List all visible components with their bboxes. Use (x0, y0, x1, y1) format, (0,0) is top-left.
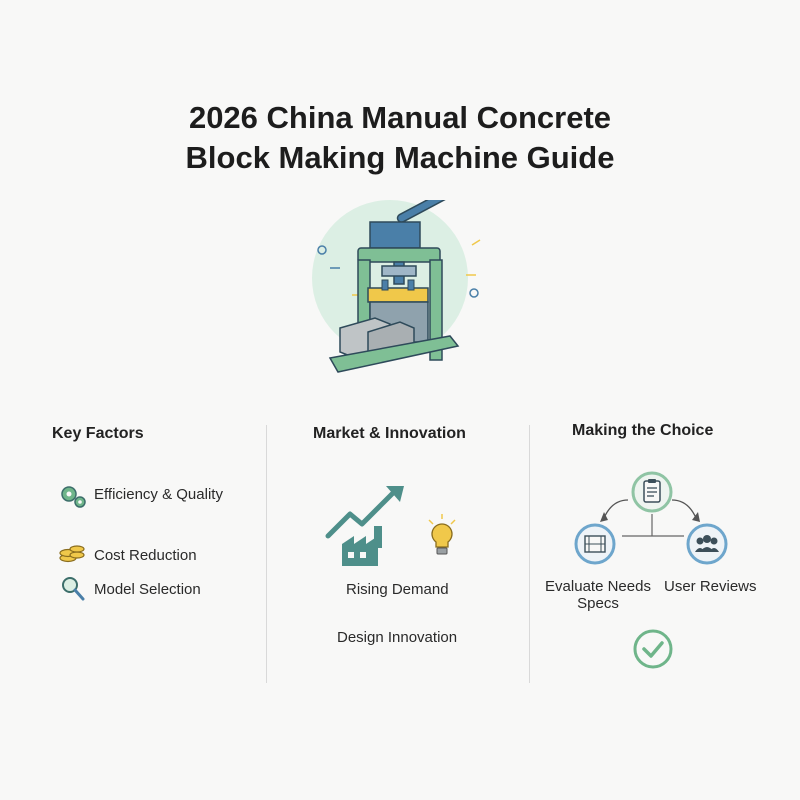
concrete-block-press-icon (300, 188, 500, 390)
column-divider-right (529, 425, 530, 683)
evaluate-needs-label: Evaluate Needs Specs (540, 578, 656, 612)
magnifier-icon (60, 575, 86, 608)
rising-demand-label: Rising Demand (346, 581, 449, 598)
blueprint-icon (573, 522, 617, 571)
lightbulb-icon (424, 512, 460, 563)
user-reviews-label: User Reviews (664, 578, 757, 595)
model-selection-label: Model Selection (94, 581, 201, 598)
title-line-1: 2026 China Manual Concrete (188, 100, 612, 135)
market-innovation-heading: Market & Innovation (313, 425, 466, 442)
efficiency-quality-label: Efficiency & Quality (94, 486, 223, 503)
check-icon (631, 627, 675, 676)
factory-growth-icon (324, 480, 408, 573)
key-factors-heading: Key Factors (52, 425, 144, 442)
choice-connectors (600, 499, 700, 537)
users-icon (685, 522, 729, 571)
making-choice-heading: Making the Choice (572, 422, 714, 439)
design-innovation-label: Design Innovation (337, 629, 458, 646)
cost-reduction-label: Cost Reduction (94, 547, 197, 564)
evaluate-needs-subtext: Specs (577, 595, 619, 612)
evaluate-needs-text: Evaluate Needs (545, 578, 651, 595)
coins-icon (58, 540, 86, 569)
gears-icon (58, 482, 88, 515)
checklist-icon (630, 470, 674, 519)
page-title: 2026 China Manual Concrete Block Making … (0, 98, 800, 178)
column-divider-left (266, 425, 267, 683)
title-line-2: Block Making Machine Guide (185, 140, 615, 175)
